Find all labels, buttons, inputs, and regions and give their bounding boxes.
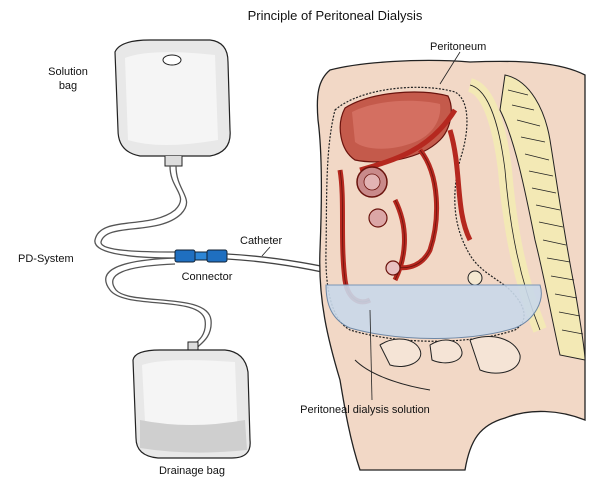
- dialysis-solution-label: Peritoneal dialysis solution: [300, 404, 430, 416]
- connector: [175, 250, 227, 262]
- solution-bag-label-line2: bag: [59, 80, 77, 92]
- connector-label: Connector: [182, 271, 233, 283]
- solution-bag-label-line1: Solution: [48, 66, 88, 78]
- diagram-title: Principle of Peritoneal Dialysis: [248, 8, 423, 23]
- peritoneum-label: Peritoneum: [430, 41, 486, 53]
- drainage-bag: [133, 342, 250, 458]
- pd-system-label: PD-System: [18, 253, 74, 265]
- drainage-bag-label: Drainage bag: [159, 465, 225, 477]
- solution-bag: [115, 40, 230, 166]
- catheter-label: Catheter: [240, 235, 283, 247]
